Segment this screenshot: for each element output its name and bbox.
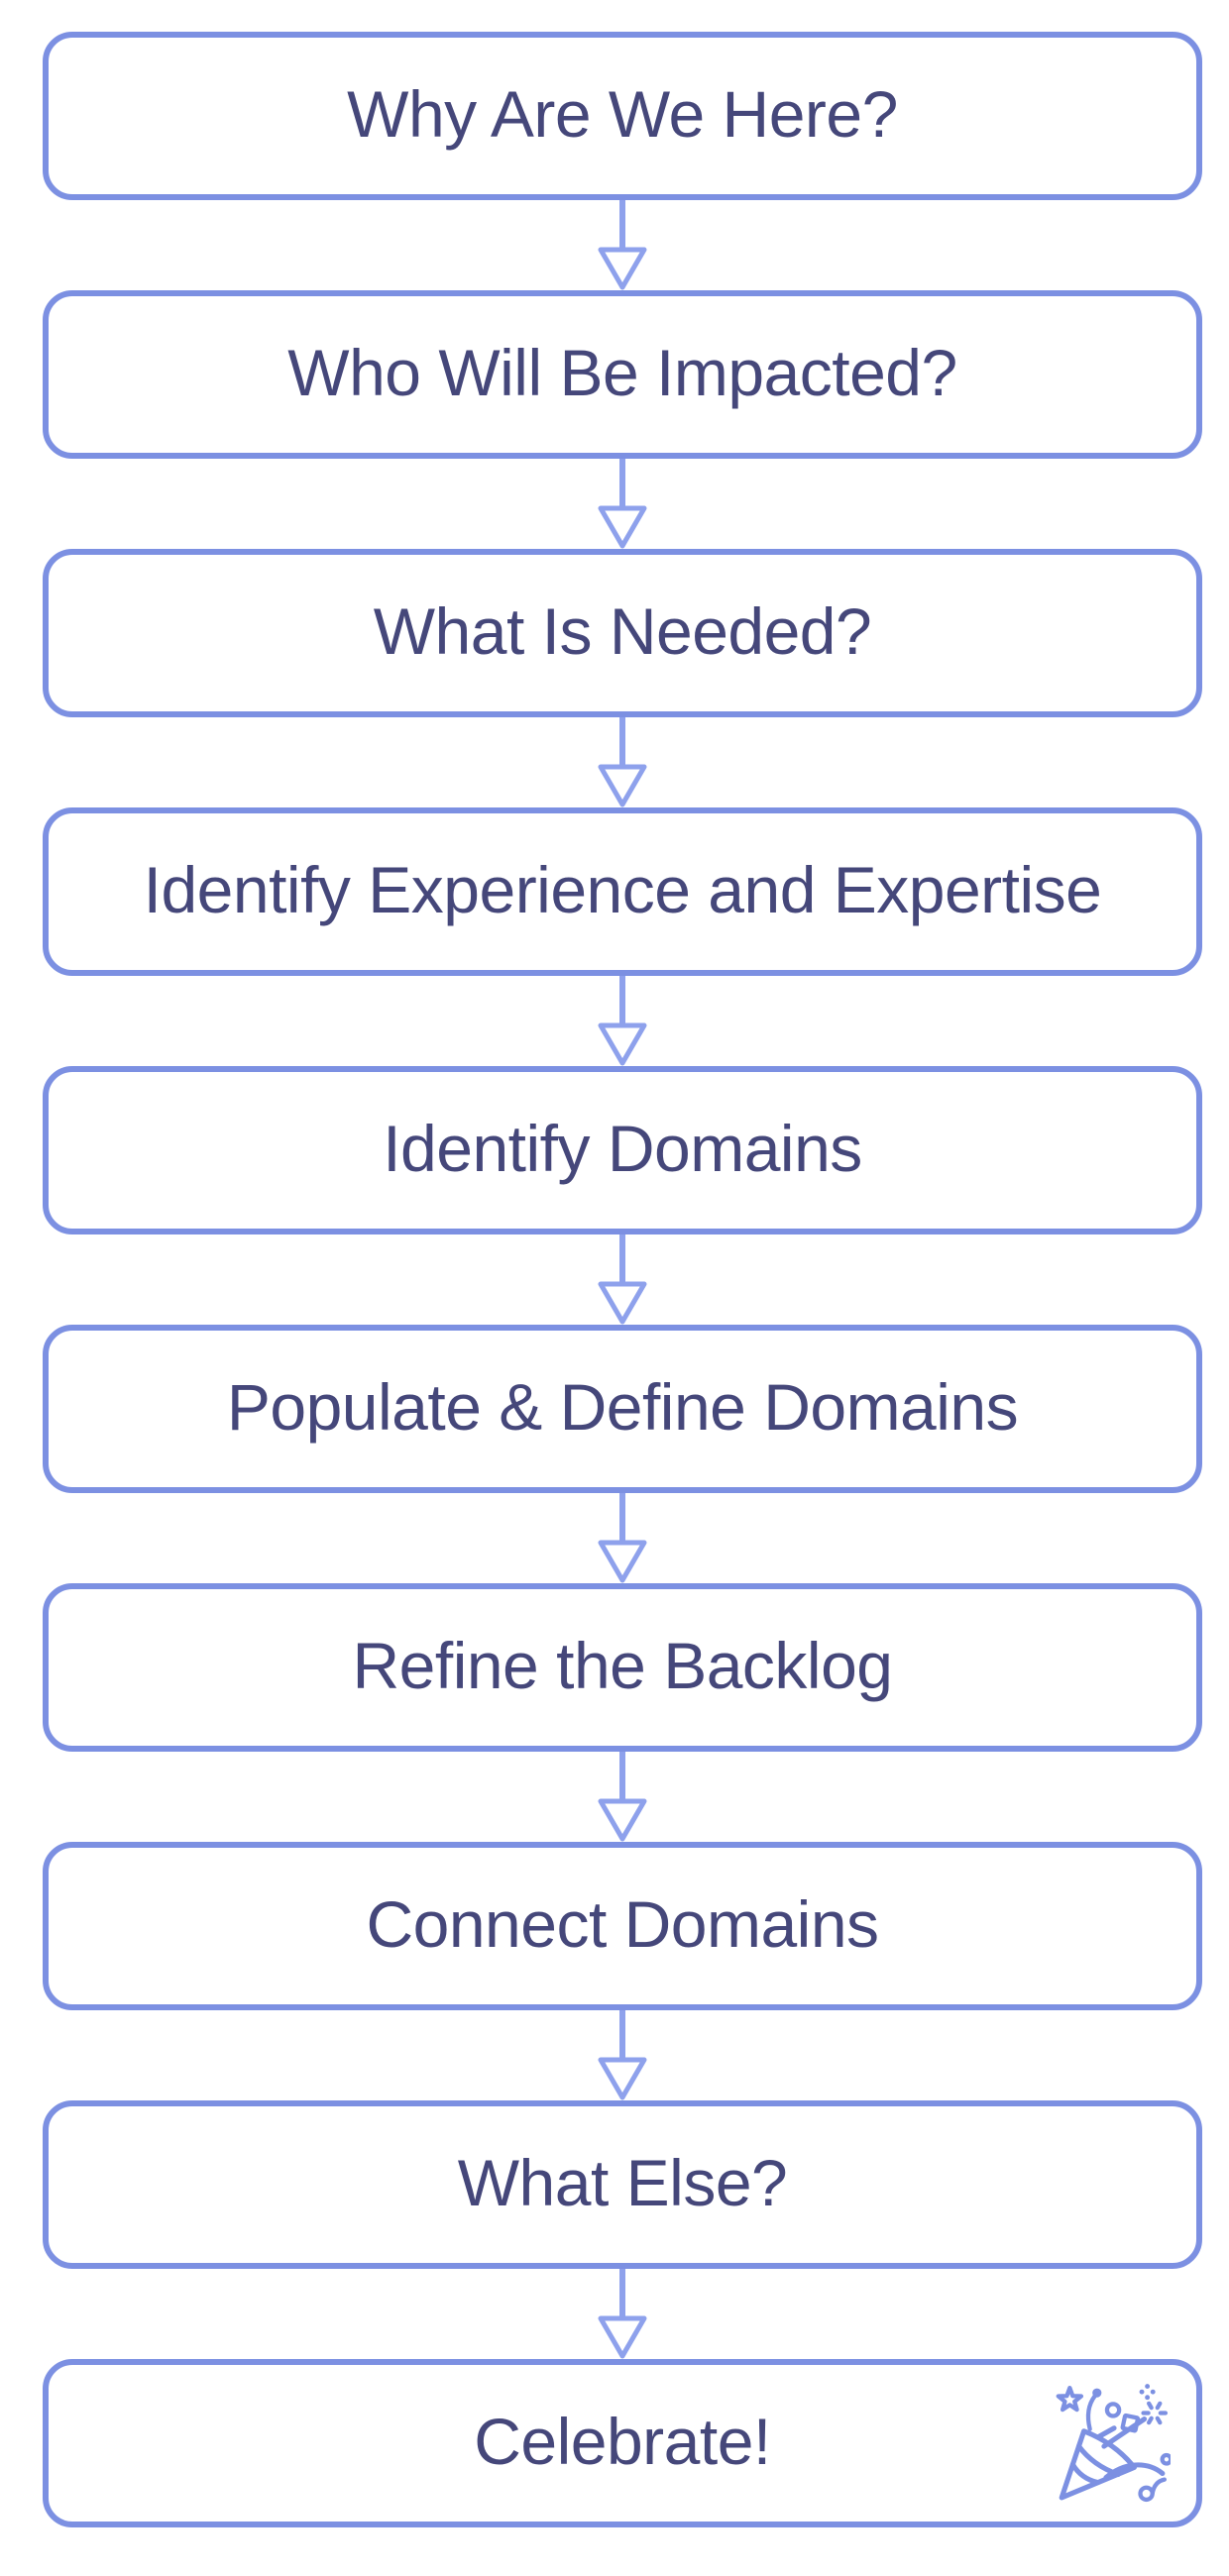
flow-arrow-down — [597, 1493, 648, 1583]
party-popper-icon — [1050, 2383, 1171, 2504]
step-label: Connect Domains — [366, 1887, 879, 1961]
flow-step-connect-domains: Connect Domains — [43, 1842, 1202, 2010]
flow-step-populate-and-define-domains: Populate & Define Domains — [43, 1325, 1202, 1493]
flow-arrow-down — [597, 1752, 648, 1842]
flow-arrow-down — [597, 976, 648, 1066]
flow-arrow-down — [597, 2269, 648, 2359]
flow-arrow-down — [597, 1234, 648, 1325]
flow-step-what-is-needed: What Is Needed? — [43, 549, 1202, 717]
flow-step-identify-domains: Identify Domains — [43, 1066, 1202, 1234]
flow-step-why-are-we-here: Why Are We Here? — [43, 32, 1202, 200]
flow-arrow-down — [597, 200, 648, 290]
step-label: What Is Needed? — [373, 594, 872, 668]
flow-step-identify-experience-and-expertise: Identify Experience and Expertise — [43, 807, 1202, 976]
step-label: What Else? — [457, 2146, 788, 2219]
step-label: Identify Experience and Expertise — [143, 853, 1102, 926]
flow-step-what-else: What Else? — [43, 2100, 1202, 2269]
flow-step-refine-the-backlog: Refine the Backlog — [43, 1583, 1202, 1752]
step-label: Identify Domains — [383, 1112, 862, 1185]
flow-arrow-down — [597, 459, 648, 549]
step-label: Celebrate! — [474, 2405, 771, 2478]
flow-step-celebrate: Celebrate! — [43, 2359, 1202, 2527]
flowchart: Why Are We Here? Who Will Be Impacted? W… — [43, 0, 1202, 2527]
flow-arrow-down — [597, 717, 648, 807]
flow-step-who-will-be-impacted: Who Will Be Impacted? — [43, 290, 1202, 459]
flow-arrow-down — [597, 2010, 648, 2100]
step-label: Refine the Backlog — [352, 1629, 893, 1702]
step-label: Why Are We Here? — [347, 77, 898, 151]
step-label: Populate & Define Domains — [226, 1370, 1019, 1444]
step-label: Who Will Be Impacted? — [287, 336, 957, 409]
